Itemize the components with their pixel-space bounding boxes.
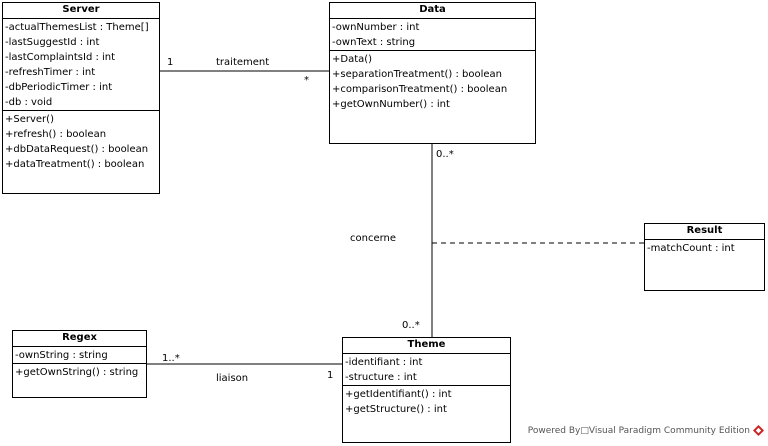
class-result[interactable]: Result -matchCount : int <box>644 223 765 291</box>
liaison-target-multiplicity: 1 <box>327 370 334 381</box>
class-result-attributes: -matchCount : int <box>645 240 764 256</box>
class-regex[interactable]: Regex -ownString : string +getOwnString(… <box>12 330 147 398</box>
class-regex-attributes: -ownString : string <box>13 347 146 363</box>
class-data-operation: +separationTreatment() : boolean <box>332 69 503 80</box>
class-data-attributes: -ownNumber : int -ownText : string <box>330 19 535 50</box>
class-server-operation: +refresh() : boolean <box>5 129 107 140</box>
traitement-target-multiplicity: * <box>304 75 309 86</box>
class-server-attributes: -actualThemesList : Theme[] -lastSuggest… <box>3 19 159 110</box>
class-result-title: Result <box>645 224 764 240</box>
powered-by-footer: Powered By□Visual Paradigm Community Edi… <box>528 425 764 436</box>
class-data-operation: +comparisonTreatment() : boolean <box>332 84 508 95</box>
class-data-attribute: -ownNumber : int <box>332 22 420 33</box>
class-server-operation: +dataTreatment() : boolean <box>5 159 145 170</box>
class-regex-attribute: -ownString : string <box>15 350 108 361</box>
class-server-attribute: -lastSuggestId : int <box>5 37 100 48</box>
concerne-source-multiplicity: 0..* <box>436 149 454 160</box>
class-regex-operations: +getOwnString() : string <box>13 363 146 380</box>
class-theme[interactable]: Theme -identifiant : int -structure : in… <box>342 337 511 443</box>
class-theme-operations: +getIdentifiant() : int +getStructure() … <box>343 385 510 417</box>
class-theme-title: Theme <box>343 338 510 354</box>
class-theme-operation: +getStructure() : int <box>345 404 447 415</box>
class-data-title: Data <box>330 3 535 19</box>
traitement-association-name: traitement <box>216 57 270 68</box>
class-server-attribute: -dbPeriodicTimer : int <box>5 82 113 93</box>
liaison-association-name: liaison <box>216 373 249 384</box>
class-data-operation: +Data() <box>332 54 373 65</box>
class-server[interactable]: Server -actualThemesList : Theme[] -last… <box>2 2 160 194</box>
class-server-attribute: -actualThemesList : Theme[] <box>5 22 149 33</box>
class-server-title: Server <box>3 3 159 19</box>
class-server-operation: +dbDataRequest() : boolean <box>5 144 149 155</box>
class-regex-operation: +getOwnString() : string <box>15 367 139 378</box>
class-data-operations: +Data() +separationTreatment() : boolean… <box>330 50 535 112</box>
class-theme-attribute: -identifiant : int <box>345 357 423 368</box>
class-server-operation: +Server() <box>5 114 54 125</box>
class-theme-attribute: -structure : int <box>345 372 417 383</box>
visual-paradigm-logo-icon <box>753 425 764 436</box>
class-theme-operation: +getIdentifiant() : int <box>345 389 452 400</box>
class-server-attribute: -lastComplaintsId : int <box>5 52 116 63</box>
class-regex-title: Regex <box>13 331 146 347</box>
class-server-operations: +Server() +refresh() : boolean +dbDataRe… <box>3 110 159 172</box>
class-theme-attributes: -identifiant : int -structure : int <box>343 354 510 385</box>
class-result-attribute: -matchCount : int <box>647 243 735 254</box>
liaison-source-multiplicity: 1..* <box>162 353 180 364</box>
class-server-attribute: -db : void <box>5 97 53 108</box>
traitement-source-multiplicity: 1 <box>167 57 174 68</box>
concerne-association-name: concerne <box>350 233 397 244</box>
class-data[interactable]: Data -ownNumber : int -ownText : string … <box>329 2 536 144</box>
class-data-attribute: -ownText : string <box>332 37 416 48</box>
class-server-attribute: -refreshTimer : int <box>5 67 96 78</box>
concerne-target-multiplicity: 0..* <box>402 320 420 331</box>
class-data-operation: +getOwnNumber() : int <box>332 99 450 110</box>
powered-by-text: Powered By□Visual Paradigm Community Edi… <box>527 425 750 436</box>
